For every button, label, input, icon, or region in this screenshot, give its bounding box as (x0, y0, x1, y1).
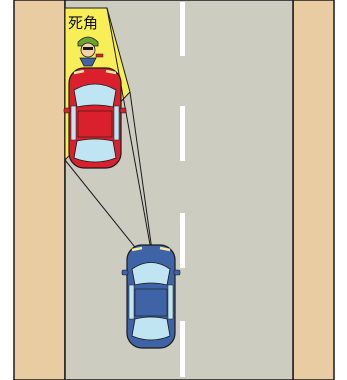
blind-spot-label: 死角 (68, 14, 98, 32)
red-car-icon (64, 68, 126, 168)
lane-dash (180, 2, 185, 56)
blue-car-icon (122, 245, 180, 348)
lane-dash (180, 321, 185, 377)
left-shoulder (14, 0, 65, 380)
right-shoulder (293, 0, 334, 380)
lane-dash (180, 106, 185, 161)
lane-dash (180, 213, 185, 268)
